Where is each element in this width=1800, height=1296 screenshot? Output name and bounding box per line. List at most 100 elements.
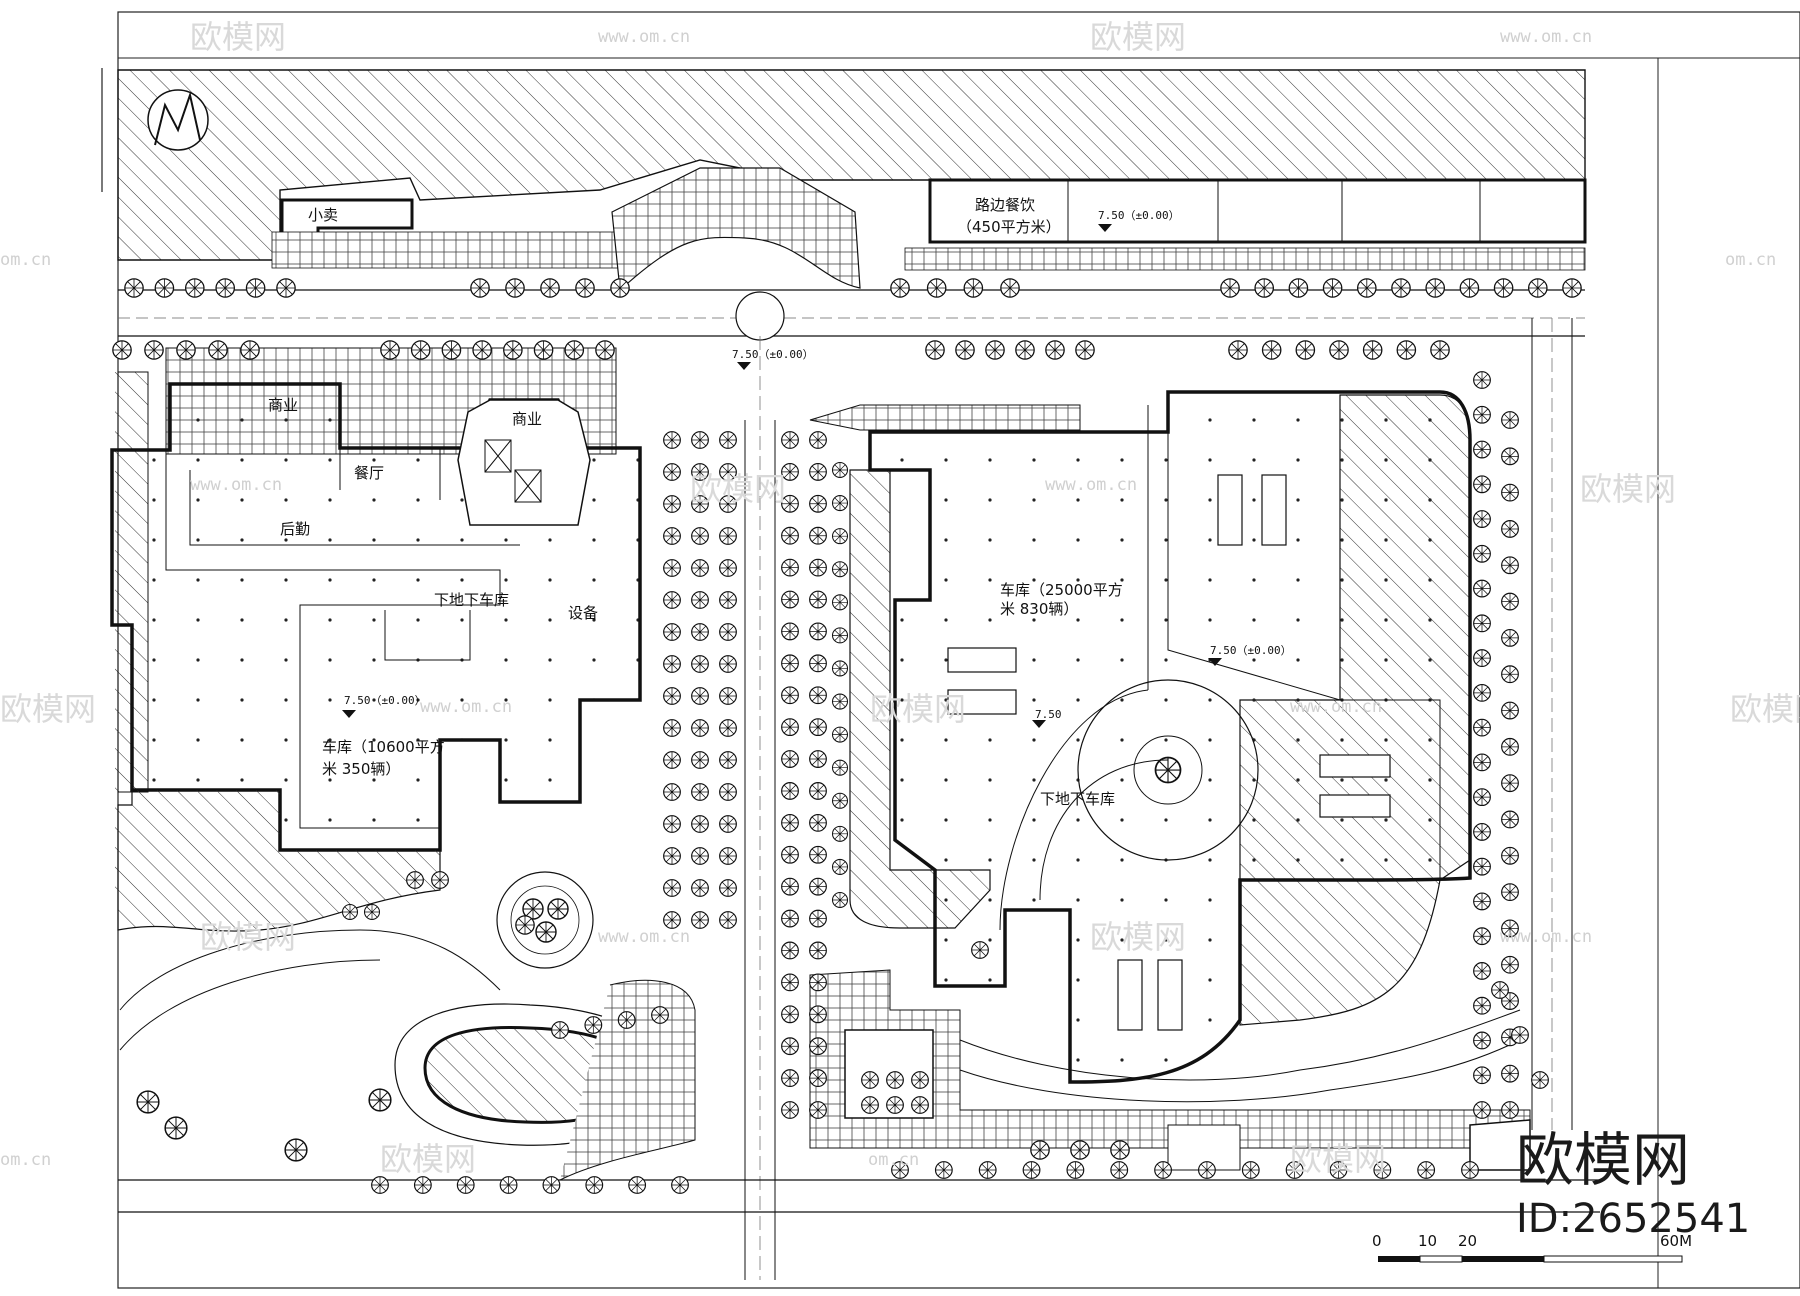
- tree-icon: [781, 718, 799, 737]
- tree-icon: [1022, 1161, 1041, 1179]
- tree-icon: [1501, 628, 1519, 647]
- svg-text:om.cn: om.cn: [868, 1150, 919, 1170]
- tree-icon: [831, 825, 849, 842]
- tree-icon: [551, 1021, 569, 1039]
- tree-icon: [1459, 278, 1480, 298]
- tree-icon: [809, 1005, 827, 1024]
- tree-icon: [978, 1161, 997, 1179]
- right-south-paving: [809, 969, 1531, 1149]
- tree-icon: [1501, 556, 1519, 575]
- tree-icon: [470, 278, 490, 298]
- tree-icon: [831, 891, 849, 909]
- tree-icon: [691, 623, 709, 641]
- tree-icon: [831, 495, 849, 512]
- tree-icon: [861, 1096, 879, 1114]
- tree-icon: [1501, 1101, 1519, 1119]
- tree-icon: [617, 1011, 636, 1029]
- tree-icon: [719, 591, 737, 609]
- svg-text:欧模网: 欧模网: [1730, 690, 1800, 728]
- svg-text:www.om.cn: www.om.cn: [420, 697, 512, 717]
- tree-icon: [1473, 1066, 1491, 1085]
- tree-icon: [831, 858, 849, 875]
- tree-icon: [781, 526, 799, 545]
- tree-icon: [610, 278, 630, 298]
- tree-icon: [575, 278, 595, 298]
- tree-icon: [831, 792, 849, 809]
- tree-icon: [809, 845, 827, 864]
- tree-icon: [1473, 822, 1491, 841]
- elevation-plaza: 7.50（±0.00）: [732, 348, 814, 361]
- tree-icon: [1425, 278, 1446, 298]
- tree-icon: [781, 558, 799, 577]
- tree-icon: [691, 719, 709, 737]
- tree-icon: [831, 528, 849, 545]
- tree-icon: [781, 431, 799, 449]
- svg-text:欧模网: 欧模网: [1516, 1126, 1690, 1194]
- svg-text:om.cn: om.cn: [0, 250, 51, 270]
- tree-icon: [1396, 340, 1417, 360]
- tree-icon: [925, 340, 945, 360]
- tree-icon: [410, 340, 431, 360]
- tree-icon: [1527, 278, 1548, 298]
- tree-icon: [441, 340, 462, 360]
- tree-icon: [781, 590, 799, 609]
- right-ramp-circle: [1077, 679, 1259, 861]
- svg-text:www.om.cn: www.om.cn: [1290, 697, 1382, 717]
- tree-icon: [809, 590, 827, 609]
- tree-icon: [1501, 774, 1519, 793]
- tree-icon: [1070, 1140, 1090, 1160]
- svg-text:www.om.cn: www.om.cn: [1045, 475, 1137, 495]
- tree-icon: [663, 847, 681, 865]
- equipment-label: 设备: [568, 604, 598, 622]
- garage-left-label-2: 米 350辆）: [322, 760, 400, 778]
- entrance-plaza: [611, 167, 861, 292]
- svg-text:欧模网: 欧模网: [380, 1140, 476, 1178]
- tree-icon: [663, 463, 681, 481]
- tree-icon: [368, 1088, 392, 1112]
- svg-text:欧模网: 欧模网: [1580, 470, 1676, 508]
- tree-icon: [831, 627, 849, 644]
- tree-icon: [406, 871, 424, 889]
- tree-icon: [1473, 614, 1491, 633]
- tree-icon: [1501, 592, 1519, 611]
- tree-icon: [719, 815, 737, 833]
- tree-icon: [505, 278, 525, 298]
- roadside-dining-building: [928, 178, 1587, 244]
- tree-icon: [781, 973, 799, 992]
- tree-icon: [691, 783, 709, 801]
- tree-icon: [691, 655, 709, 673]
- tree-icon: [499, 1176, 518, 1194]
- svg-text:60M: 60M: [1660, 1232, 1692, 1250]
- tree-icon: [809, 941, 827, 960]
- tree-icon: [1473, 788, 1491, 807]
- tree-icon: [781, 622, 799, 641]
- elevation-roadside: 7.50（±0.00）: [1098, 209, 1180, 222]
- tree-icon: [1295, 340, 1316, 360]
- tree-icon: [781, 813, 799, 832]
- tree-icon: [781, 750, 799, 768]
- tree-icon: [1430, 340, 1450, 360]
- tree-icon: [1501, 520, 1519, 538]
- tree-icon: [363, 903, 381, 921]
- tree-icon: [1254, 278, 1275, 298]
- tree-icon: [472, 340, 492, 360]
- tree-icon: [781, 941, 799, 960]
- svg-text:欧模网: 欧模网: [200, 918, 296, 956]
- tree-icon: [1493, 278, 1514, 298]
- tree-icon: [1000, 278, 1020, 298]
- tree-icon: [663, 687, 681, 705]
- tree-icon: [781, 686, 799, 705]
- tree-icon: [240, 340, 260, 360]
- elevation-right-garage: 7.50（±0.00）: [1210, 644, 1292, 657]
- tree-icon: [971, 941, 989, 959]
- tree-icon: [663, 783, 681, 801]
- tree-icon: [380, 340, 400, 360]
- tree-icon: [719, 527, 737, 545]
- ramp-right-label: 下地下车库: [1040, 790, 1115, 808]
- tree-icon: [208, 340, 228, 360]
- svg-text:欧模网: 欧模网: [1090, 18, 1186, 56]
- svg-text:欧模网: 欧模网: [1290, 1140, 1386, 1178]
- tree-icon: [533, 340, 554, 360]
- svg-text:10: 10: [1418, 1232, 1437, 1250]
- tree-icon: [215, 278, 236, 298]
